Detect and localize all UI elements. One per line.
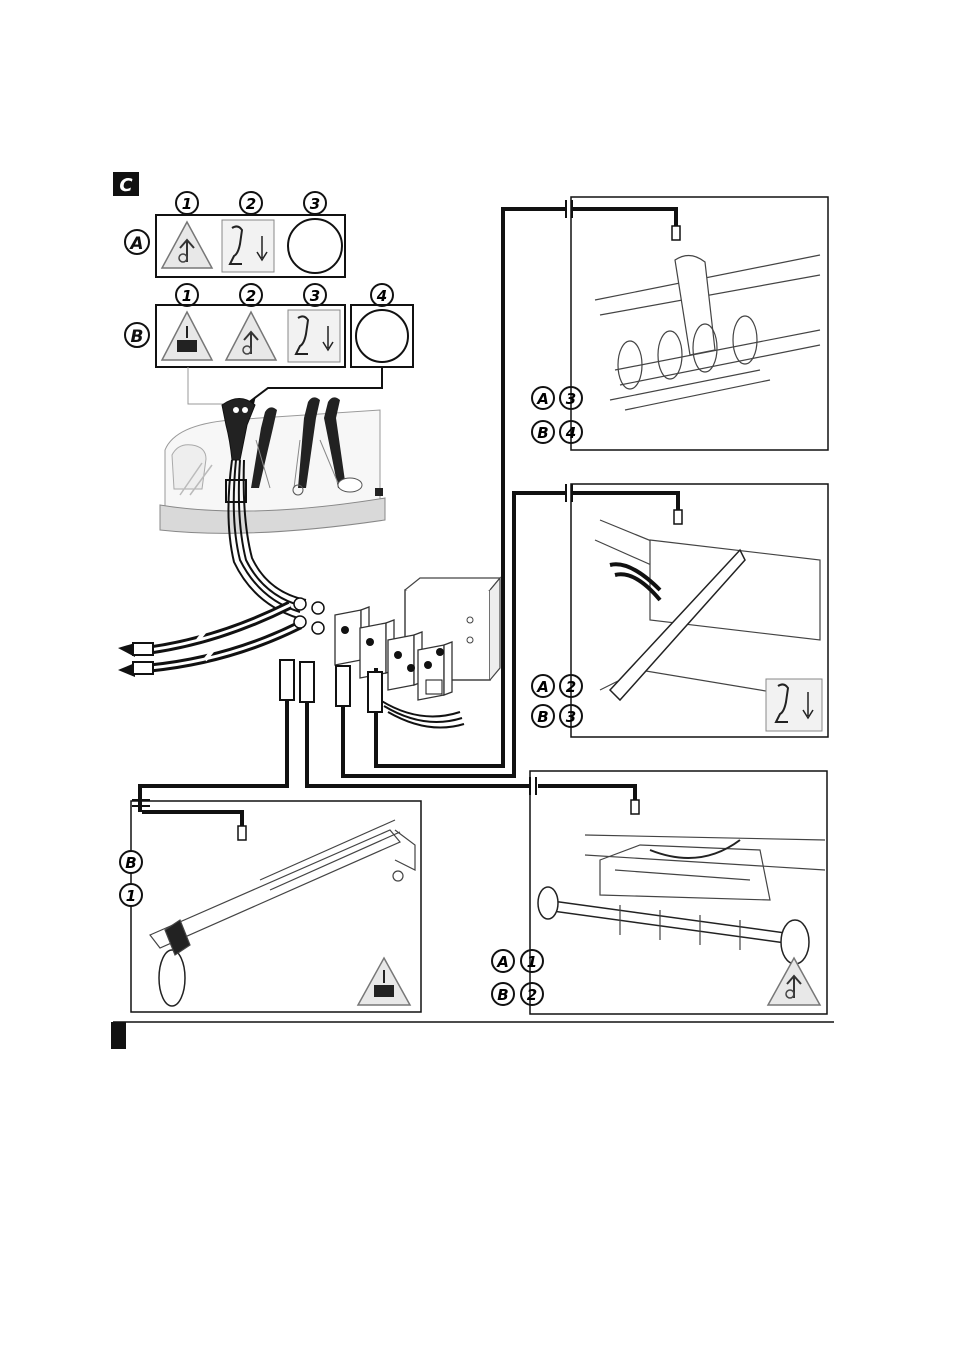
callout-number: 2 <box>566 678 576 696</box>
panel-b-number-4: 4 <box>376 287 387 305</box>
section-marker: C <box>113 172 139 196</box>
panel-a-slot-numbers: 1 2 3 <box>176 192 326 214</box>
panel-b-number-2: 2 <box>246 287 256 305</box>
depth-warning-icon <box>358 958 410 1005</box>
callout-number: 1 <box>126 887 136 905</box>
empty-slot-icon <box>288 219 342 273</box>
control-panel-b: B 1 2 3 4 <box>125 284 413 367</box>
joystick-icon <box>222 220 274 272</box>
callout-letter: A <box>536 390 549 408</box>
callout-letter: B <box>537 424 548 442</box>
callout-letter: B <box>125 854 136 872</box>
callout-number: 3 <box>566 708 576 726</box>
callout-number: 3 <box>566 390 576 408</box>
callout-letter: A <box>536 678 549 696</box>
section-marker-icon <box>111 1022 126 1049</box>
wheel-axle-panel: A 1 B 2 <box>492 771 827 1014</box>
control-panel-a: A 1 2 3 <box>125 192 345 277</box>
callout-letter: A <box>496 953 509 971</box>
section-letter: C <box>119 175 133 196</box>
panel-a-number-2: 2 <box>246 195 256 213</box>
callout-letter: B <box>537 708 548 726</box>
lift-warning-icon <box>768 958 820 1005</box>
page-footer-rule <box>111 1022 834 1049</box>
panel-b-row-label: B <box>131 327 144 347</box>
callout-top-right: A 3 B 4 <box>532 387 582 443</box>
callout-letter: B <box>497 986 508 1004</box>
panel-a-row-label: A <box>128 234 143 254</box>
empty-slot-icon <box>356 310 408 362</box>
panel-a-number-1: 1 <box>182 195 192 213</box>
panel-b-slot-numbers: 1 2 3 4 <box>176 284 393 306</box>
callout-middle-right: A 2 B 3 <box>532 675 582 727</box>
callout-number: 2 <box>527 986 537 1004</box>
callout-number: 4 <box>565 424 576 442</box>
callout-bottom-right: A 1 B 2 <box>492 950 543 1005</box>
joystick-icon <box>766 679 822 731</box>
hydraulic-valve-bank <box>335 578 500 728</box>
joystick-icon <box>288 310 340 362</box>
marker-arm-panel: B 1 <box>120 801 421 1012</box>
callout-number: 1 <box>527 953 537 971</box>
panel-b-number-1: 1 <box>182 287 192 305</box>
panel-b-number-3: 3 <box>310 287 320 305</box>
tractor-cab-console <box>160 397 385 533</box>
legend-leader-lines <box>188 367 382 406</box>
panel-a-number-3: 3 <box>310 195 320 213</box>
